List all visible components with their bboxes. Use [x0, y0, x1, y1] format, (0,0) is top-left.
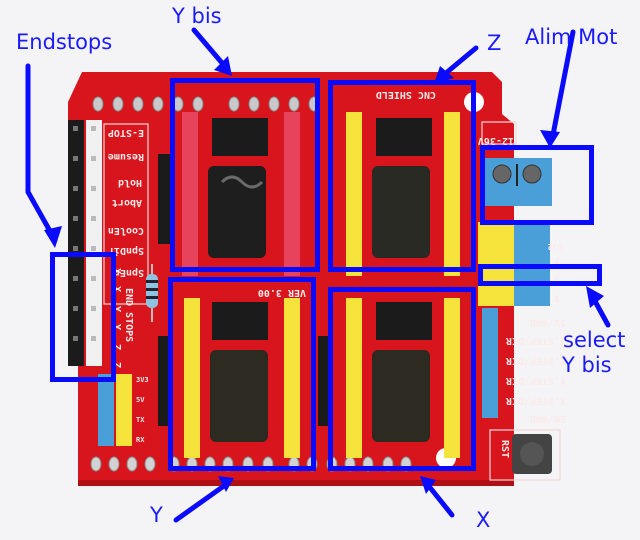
label-spndir: SpnDir [108, 245, 144, 257]
endstop-axis-labels: X X Y Y Z Z END STOPS [111, 268, 134, 368]
control-labels: E-STOP Resume Hold Abort CoolEn SpnDir S… [108, 127, 144, 278]
endstop-label: X [111, 268, 122, 274]
power-terminal [482, 158, 552, 206]
microstep-header [318, 336, 330, 426]
i2c-label: 5V [136, 396, 145, 404]
endstop-label: Z [111, 362, 122, 368]
highlight-endstops [50, 252, 116, 382]
label-ybis: Y bis [172, 4, 222, 28]
arrow-alim-mot [549, 29, 576, 143]
microstep-header [158, 154, 170, 244]
highlight-driver-z [328, 80, 476, 272]
highlight-power-terminal [480, 145, 594, 225]
signal-label: X.STEP/DIR [505, 395, 566, 406]
arrow-endstops [25, 63, 58, 243]
driver-slot-x [346, 298, 460, 458]
endstop-label: Z [111, 344, 122, 350]
reset-frame [489, 429, 561, 481]
signal-label: Z.STEP/DIR [505, 335, 566, 346]
control-label-frame [103, 123, 149, 305]
label-estop: E-STOP [108, 127, 144, 138]
signal-label: Z.STEP/DIR [505, 355, 566, 366]
driver-slot-ybis [182, 112, 300, 276]
highlight-driver-y [168, 277, 316, 471]
control-header [68, 120, 102, 366]
top-header-pins [92, 96, 320, 112]
endstop-group-label: END STOPS [123, 288, 134, 342]
jumper-label: D12 [547, 242, 562, 251]
pcb-edge [78, 480, 514, 486]
resistor [146, 264, 158, 322]
driver-slot-y [184, 298, 300, 458]
label-z: Z [487, 31, 502, 55]
signal-label: EN/GND [530, 413, 566, 424]
cnc-shield-board: E-STOP Resume Hold Abort CoolEn SpnDir S… [68, 72, 566, 486]
i2c-label: TX [136, 416, 145, 424]
signal-label: 5V/GND [530, 317, 566, 328]
reset-label: RST [499, 440, 510, 458]
signal-labels: 5V/GND Z.STEP/DIR Z.STEP/DIR Y.STEP/DIR … [505, 317, 566, 424]
microstep-header [158, 336, 170, 426]
signal-label: Y.STEP/DIR [505, 375, 566, 386]
endstop-label: Y [111, 306, 122, 312]
endstop-label: X [111, 286, 122, 292]
jumper-label: Y [554, 275, 560, 285]
label-abort: Abort [112, 197, 142, 208]
label-hold: Hold [118, 177, 142, 188]
label-select-line2: Y bis [562, 353, 612, 377]
i2c-labels: 3V3 5V TX RX [136, 376, 149, 444]
jumper-label: X [554, 295, 560, 305]
label-spnen: SpnEn [114, 267, 144, 278]
highlight-driver-x [328, 287, 476, 471]
label-coolen: CoolEn [108, 225, 144, 236]
voltage-label: 12-36V [478, 135, 514, 146]
driver-slot-z [346, 112, 460, 276]
signal-header [482, 308, 498, 418]
board-title: CNC SHIELD [376, 89, 436, 100]
label-x: X [476, 508, 491, 532]
label-select-line1: select [563, 328, 626, 352]
arrow-y [173, 480, 231, 523]
i2c-label: RX [136, 436, 145, 444]
label-resume: Resume [108, 151, 144, 162]
label-y: Y [150, 503, 163, 527]
voltage-frame [481, 121, 517, 145]
endstop-label: Y [111, 324, 122, 330]
reset-button [512, 434, 552, 474]
highlight-select-ybis [478, 264, 602, 286]
label-endstops: Endstops [16, 30, 113, 54]
label-alim-mot: Alim Mot [525, 25, 618, 49]
i2c-header [98, 374, 132, 446]
i2c-label: 3V3 [136, 376, 149, 384]
highlight-driver-ybis [170, 78, 320, 272]
board-version: VER 3.00 [258, 287, 306, 298]
